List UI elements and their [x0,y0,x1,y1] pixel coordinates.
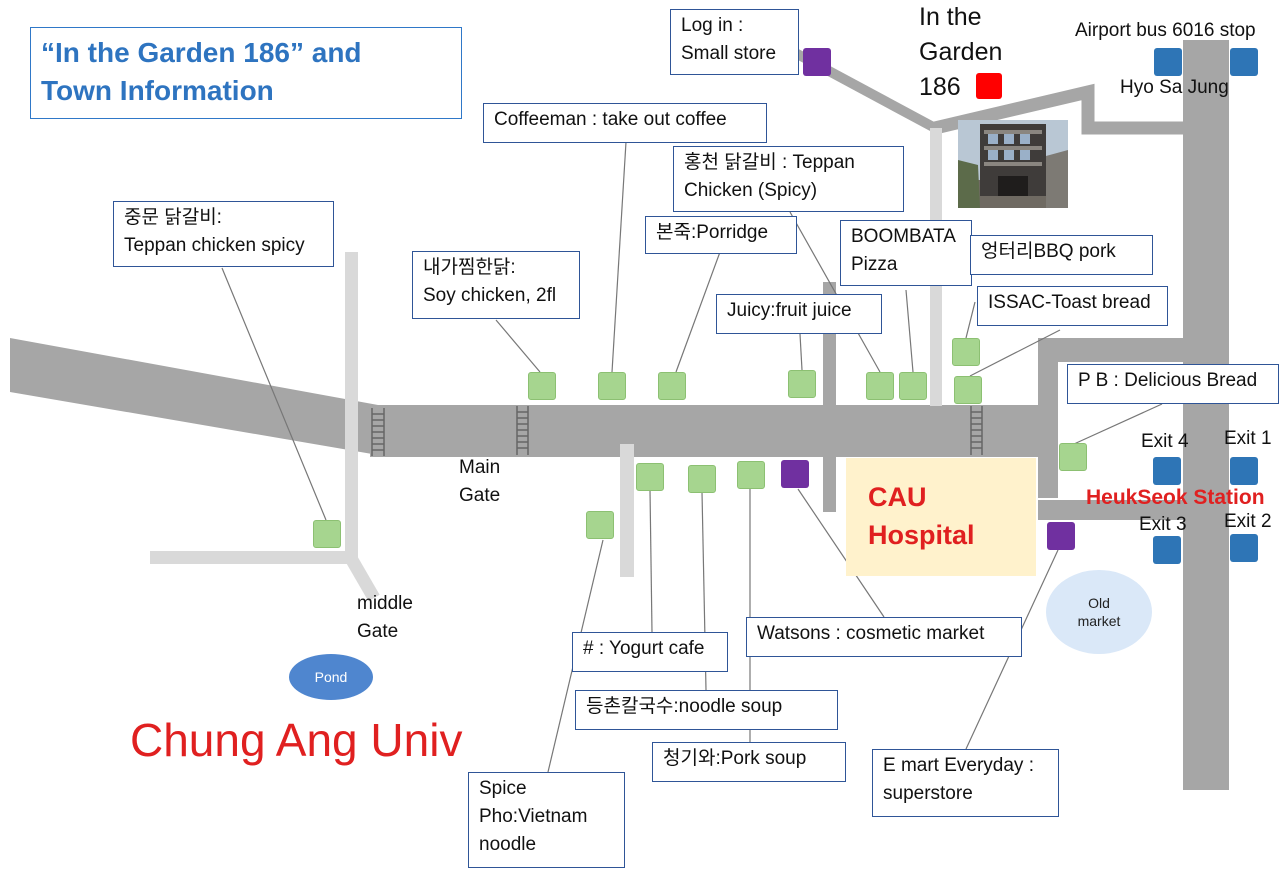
connector-road [1038,338,1184,362]
callout-issac[interactable]: ISSAC-Toast bread [977,286,1168,326]
heukseok-station-label: HeukSeok Station [1086,486,1265,509]
exit-2-marker[interactable] [1230,534,1258,562]
exit-2-label: Exit 2 [1224,511,1272,532]
store-marker-login[interactable] [803,48,831,76]
garden-location-marker[interactable] [976,73,1002,99]
station-road [1183,40,1229,790]
cau-hospital-area[interactable]: CAU Hospital [846,458,1036,576]
exit-3-marker[interactable] [1153,536,1181,564]
in-the-garden-label: In the Garden 186 [919,3,1003,101]
exit-4-marker[interactable] [1153,457,1181,485]
middle-gate-path [346,556,380,602]
callout-login-small-store[interactable]: Log in : Small store [670,9,799,75]
building-photo [958,120,1068,208]
callout-juicy[interactable]: Juicy:fruit juice [716,294,882,334]
store-marker-juicy[interactable] [788,370,816,398]
hyo-sa-jung-label: Hyo Sa Jung [1120,77,1229,98]
airport-bus-label: Airport bus 6016 stop [1075,20,1256,41]
exit-3-label: Exit 3 [1139,514,1187,535]
store-marker-hongcheon[interactable] [866,372,894,400]
map-title-line2: Town Information [41,75,274,106]
store-marker-yogurt[interactable] [636,463,664,491]
callout-naega[interactable]: 내가찜한닭: Soy chicken, 2fl [412,251,580,319]
callout-deungchon[interactable]: 등촌칼국수:noodle soup [575,690,838,730]
login-road [772,37,938,133]
middle-road-horizontal [150,551,358,564]
store-marker-emart[interactable] [1047,522,1075,550]
store-marker-boombata[interactable] [899,372,927,400]
east-connector [1038,338,1058,498]
middle-gate-label: middle Gate [357,593,413,642]
store-marker-issac[interactable] [954,376,982,404]
building-photo-image [958,120,1068,208]
west-road [10,338,378,455]
store-marker-spice[interactable] [586,511,614,539]
callout-boombata[interactable]: BOOMBATA Pizza [840,220,972,286]
map-title-line1: “In the Garden 186” and [41,37,362,68]
cau-hospital-label: CAU Hospital [868,482,975,550]
callout-jungmun[interactable]: 중문 닭갈비: Teppan chicken spicy [113,201,334,267]
middle-road-vertical [345,252,358,557]
bus-stop-marker-2[interactable] [1230,48,1258,76]
garden-road-east [933,83,1186,135]
callout-coffeeman[interactable]: Coffeeman : take out coffee [483,103,767,143]
bus-stop-marker-1[interactable] [1154,48,1182,76]
callout-emart[interactable]: E mart Everyday : superstore [872,749,1059,817]
store-marker-watsons[interactable] [781,460,809,488]
exit-1-label: Exit 1 [1224,428,1272,449]
store-marker-bonjuk[interactable] [658,372,686,400]
store-marker-coffeeman[interactable] [598,372,626,400]
alley-left [823,282,836,512]
callout-watsons[interactable]: Watsons : cosmetic market [746,617,1022,657]
store-marker-naega[interactable] [528,372,556,400]
lower-connector [1038,500,1184,520]
map-title-box: “In the Garden 186” and Town Information [30,27,462,119]
store-marker-pb[interactable] [1059,443,1087,471]
old-market-area: Old market [1046,570,1152,654]
exit-4-label: Exit 4 [1141,431,1189,452]
crosswalk-3 [970,406,983,455]
crosswalk-1 [371,408,385,456]
callout-yogurt[interactable]: # : Yogurt cafe [572,632,728,672]
callout-hongcheon[interactable]: 홍천 닭갈비 : Teppan Chicken (Spicy) [673,146,904,212]
exit-1-marker[interactable] [1230,457,1258,485]
pond-area: Pond [289,654,373,700]
callout-eongteori[interactable]: 엉터리BBQ pork [970,235,1153,275]
callout-cheonggiwa[interactable]: 청기와:Pork soup [652,742,846,782]
store-marker-deungchon[interactable] [688,465,716,493]
callout-spice[interactable]: Spice Pho:Vietnam noodle [468,772,625,868]
crosswalk-2 [516,406,529,455]
chung-ang-univ-label: Chung Ang Univ [130,714,463,766]
main-gate-label: Main Gate [459,457,501,506]
store-marker-cheonggiwa[interactable] [737,461,765,489]
store-marker-eongteori[interactable] [952,338,980,366]
main-road [370,405,1038,457]
gate-road [620,444,634,577]
callout-pb[interactable]: P B : Delicious Bread [1067,364,1279,404]
store-marker-jungmun[interactable] [313,520,341,548]
callout-bonjuk[interactable]: 본죽:Porridge [645,216,797,254]
